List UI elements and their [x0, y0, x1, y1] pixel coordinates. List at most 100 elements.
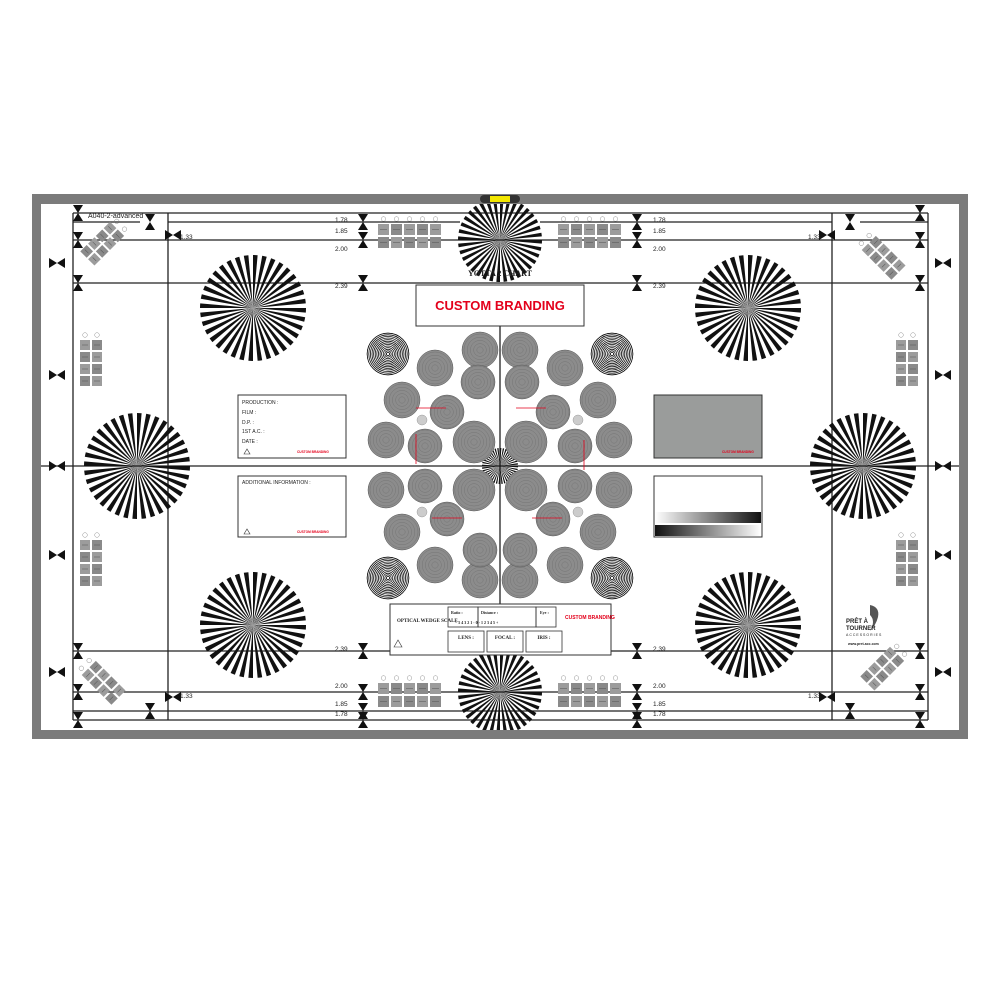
resolution-grid-right-lower	[896, 532, 918, 586]
zone-plate-outer	[501, 561, 539, 599]
patch-number-icon	[910, 332, 916, 338]
framing-marker-icon	[915, 684, 925, 700]
star-spoke	[500, 466, 513, 480]
ratio-label-185: 1.85	[335, 228, 348, 235]
star-spoke	[253, 575, 276, 625]
ratio-label-239-r: 2.39	[653, 283, 666, 290]
star-spoke	[204, 625, 253, 652]
star-spoke	[822, 428, 863, 466]
grey-dot	[416, 506, 428, 518]
resolution-grid-top-right	[558, 216, 621, 248]
star-spoke	[734, 625, 748, 678]
star-spoke	[239, 625, 253, 678]
patch-number-icon	[381, 216, 387, 222]
star-spoke	[840, 466, 863, 516]
star-spoke	[460, 674, 500, 692]
ratio-label-200-r: 2.00	[653, 246, 666, 253]
star-spoke	[200, 625, 253, 635]
ratio-label-178-b: 1.78	[335, 711, 348, 718]
star-spoke	[234, 256, 253, 308]
star-spoke	[253, 308, 280, 357]
patch-number-icon	[561, 216, 567, 222]
star-spoke	[489, 450, 500, 466]
star-spoke	[467, 210, 500, 240]
star-spoke	[748, 273, 792, 308]
ratio-label-133-br: 1.33	[808, 693, 821, 700]
patch-number-icon	[898, 532, 904, 538]
star-spoke	[500, 204, 504, 240]
star-spoke	[102, 422, 137, 466]
star-spoke	[500, 692, 542, 703]
grey-card: CUSTOM BRANDING	[653, 394, 763, 459]
star-spoke	[137, 466, 164, 515]
siemens-star-top	[458, 204, 542, 282]
star-spoke	[702, 277, 748, 308]
star-spoke	[493, 466, 500, 484]
star-spoke	[748, 308, 798, 331]
star-spoke	[463, 215, 500, 240]
branding-text: CUSTOM BRANDING	[435, 298, 565, 313]
star-spoke	[500, 240, 540, 258]
star-spoke	[500, 207, 530, 240]
star-spoke	[253, 308, 299, 339]
star-spoke	[500, 460, 518, 466]
star-spoke	[243, 572, 253, 625]
star-spoke	[721, 576, 748, 625]
patch-number-icon	[858, 240, 864, 246]
star-spoke	[200, 294, 253, 308]
star-spoke	[748, 606, 800, 625]
star-spoke	[137, 466, 190, 471]
framing-marker-icon	[935, 461, 951, 471]
patch-number-icon	[78, 665, 84, 671]
star-spoke	[475, 692, 500, 729]
star-spoke	[743, 308, 748, 361]
ac-label: 1ST A.C. :	[242, 429, 265, 435]
star-spoke	[110, 417, 137, 466]
framing-marker-icon	[915, 205, 925, 221]
framing-marker-icon	[165, 692, 181, 702]
star-spoke	[253, 625, 303, 648]
star-spoke	[230, 308, 253, 358]
star-spoke	[863, 431, 907, 466]
star-spoke	[695, 611, 748, 625]
star-spoke	[458, 229, 500, 240]
framing-marker-icon	[358, 214, 368, 230]
star-spoke	[458, 692, 500, 700]
star-spoke	[863, 466, 904, 504]
star-spoke	[253, 625, 299, 656]
star-spoke	[813, 443, 863, 466]
star-spoke	[253, 308, 306, 313]
star-spoke	[137, 466, 147, 519]
siemens-star-3	[810, 413, 916, 519]
star-spoke	[748, 625, 794, 656]
patch-number-icon	[381, 675, 387, 681]
patch-number-icon	[901, 651, 907, 657]
star-spoke	[500, 240, 537, 265]
patch-number-icon	[600, 675, 606, 681]
star-spoke	[243, 255, 253, 308]
level-bubble	[480, 195, 520, 203]
ratio-label-185-br: 1.85	[653, 701, 666, 708]
ratio-label-133-r: 1.33	[808, 234, 821, 241]
star-spoke	[88, 466, 137, 493]
siemens-star-1	[695, 255, 801, 361]
star-spoke	[748, 255, 753, 308]
patch-number-icon	[407, 216, 413, 222]
star-spoke	[863, 466, 909, 497]
zone-plate-outer	[416, 349, 454, 387]
patch-number-icon	[433, 216, 439, 222]
star-spoke	[253, 584, 291, 625]
ratio-field: Ratio :	[451, 610, 463, 615]
star-spoke	[493, 204, 500, 240]
warning-icon	[393, 639, 403, 648]
framing-marker-icon	[632, 712, 642, 728]
star-spoke	[836, 417, 863, 466]
star-spoke	[500, 650, 504, 692]
patch-number-icon	[574, 675, 580, 681]
star-spoke	[253, 273, 297, 308]
zone-plate-outer	[367, 421, 405, 459]
production-label: PRODUCTION :	[242, 400, 278, 406]
star-spoke	[704, 625, 748, 660]
grey-dot	[572, 414, 584, 426]
star-spoke	[137, 439, 186, 466]
